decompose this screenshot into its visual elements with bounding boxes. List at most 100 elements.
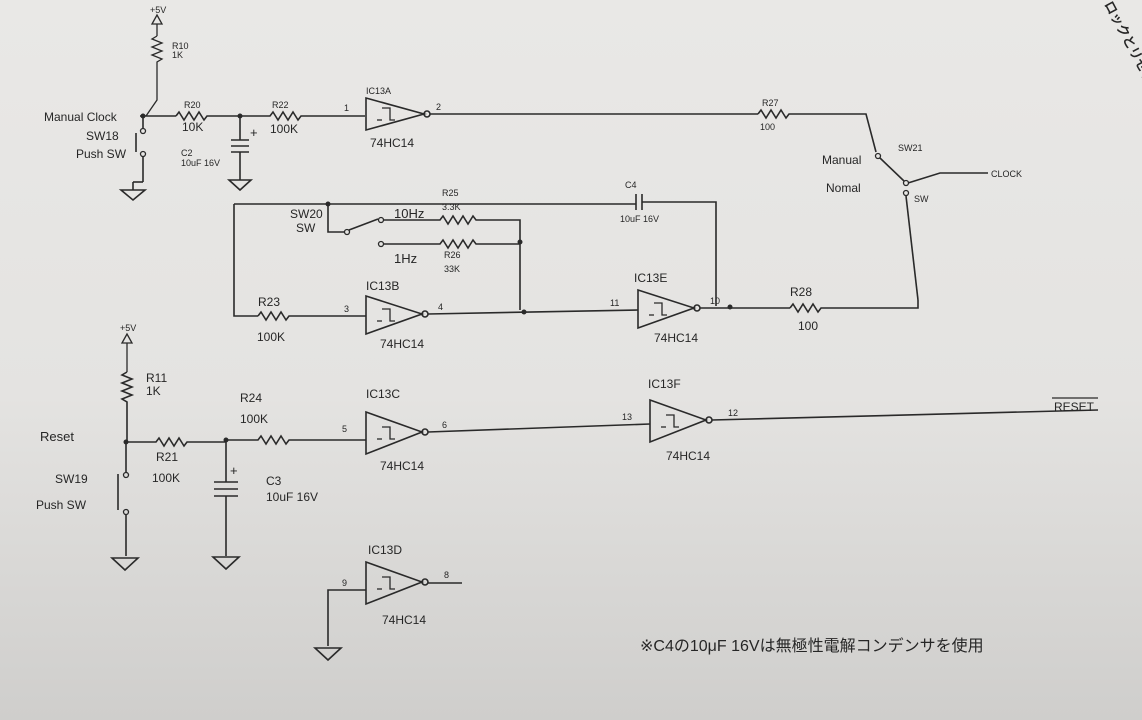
- svg-text:3: 3: [344, 304, 349, 314]
- svg-text:1K: 1K: [172, 50, 183, 60]
- svg-text:R28: R28: [790, 285, 812, 299]
- svg-text:100K: 100K: [270, 122, 298, 136]
- svg-text:5: 5: [342, 424, 347, 434]
- svg-text:10: 10: [710, 296, 720, 306]
- resistor-r22: R22 100K: [240, 100, 365, 136]
- svg-text:+: +: [250, 125, 258, 140]
- svg-text:R25: R25: [442, 188, 459, 198]
- svg-text:R26: R26: [444, 250, 461, 260]
- svg-text:R21: R21: [156, 450, 178, 464]
- selector-switch-sw20: SW20 SW 10Hz 1Hz: [290, 204, 424, 266]
- footnote: ※C4の10μF 16Vは無極性電解コンデンサを使用: [640, 636, 984, 655]
- page-title: ロックとリセット回路: [1101, 0, 1142, 121]
- resistor-r21: R21 100K: [126, 436, 226, 485]
- svg-text:IC13D: IC13D: [368, 543, 402, 557]
- svg-text:13: 13: [622, 412, 632, 422]
- clock-output-label: CLOCK: [991, 169, 1022, 179]
- svg-text:33K: 33K: [444, 264, 460, 274]
- resistor-r25: R25 3.3K: [384, 188, 521, 310]
- junction-dot: [521, 309, 527, 315]
- push-switch-sw18: SW18 Push SW: [76, 116, 147, 182]
- reset-section: +5V R11 1K Reset SW19 Push SW R21 100K: [36, 323, 1099, 572]
- gate-ic13f: IC13F 74HC14 13 12: [622, 377, 738, 463]
- manual-clock-section: +5V R10 1K Manual Clock R20 10K + C2 10u…: [44, 5, 877, 202]
- svg-text:R24: R24: [240, 391, 262, 405]
- svg-text:100K: 100K: [257, 330, 285, 344]
- svg-text:+5V: +5V: [120, 323, 136, 333]
- vcc-top-symbol: +5V: [150, 5, 166, 36]
- svg-text:100K: 100K: [240, 412, 268, 426]
- capacitor-c4: C4 10uF 16V: [620, 180, 717, 306]
- gate-ic13a: IC13A 74HC14 1 2: [344, 86, 441, 150]
- svg-text:74HC14: 74HC14: [370, 136, 414, 150]
- svg-text:R20: R20: [184, 100, 201, 110]
- svg-text:74HC14: 74HC14: [380, 337, 424, 351]
- svg-text:10uF 16V: 10uF 16V: [620, 214, 659, 224]
- svg-text:Push SW: Push SW: [36, 498, 87, 512]
- svg-text:R27: R27: [762, 98, 779, 108]
- ground-symbol: [226, 179, 254, 192]
- svg-text:IC13C: IC13C: [366, 387, 400, 401]
- svg-text:C3: C3: [266, 474, 282, 488]
- svg-text:IC13F: IC13F: [648, 377, 681, 391]
- svg-text:1: 1: [344, 103, 349, 113]
- selector-switch-sw21: SW21 SW Manual Nomal CLOCK: [822, 143, 1022, 301]
- svg-text:SW18: SW18: [86, 129, 119, 143]
- svg-text:IC13B: IC13B: [366, 279, 399, 293]
- svg-text:74HC14: 74HC14: [666, 449, 710, 463]
- reset-label: Reset: [40, 429, 74, 444]
- svg-text:100K: 100K: [152, 471, 180, 485]
- svg-text:SW20: SW20: [290, 207, 323, 221]
- svg-text:R22: R22: [272, 100, 289, 110]
- ground-symbol: [118, 181, 148, 202]
- svg-text:74HC14: 74HC14: [382, 613, 426, 627]
- svg-text:3.3K: 3.3K: [442, 202, 461, 212]
- gate-ic13e: IC13E 74HC14 11 10: [610, 271, 720, 345]
- svg-text:74HC14: 74HC14: [654, 331, 698, 345]
- resistor-r26: R26 33K: [384, 238, 520, 274]
- svg-text:12: 12: [728, 408, 738, 418]
- svg-text:11: 11: [610, 298, 619, 308]
- capacitor-c3: + C3 10uF 16V: [214, 440, 318, 556]
- svg-text:2: 2: [436, 102, 441, 112]
- svg-text:1Hz: 1Hz: [394, 251, 417, 266]
- svg-text:10uF 16V: 10uF 16V: [181, 158, 220, 168]
- normal-position-label: Nomal: [826, 181, 861, 195]
- svg-text:+: +: [230, 463, 238, 478]
- svg-text:SW19: SW19: [55, 472, 88, 486]
- manual-position-label: Manual: [822, 153, 861, 167]
- svg-text:SW: SW: [914, 194, 929, 204]
- gate-ic13d: IC13D 74HC14 9 8: [312, 543, 462, 662]
- svg-text:6: 6: [442, 420, 447, 430]
- svg-text:IC13A: IC13A: [366, 86, 391, 96]
- svg-text:1K: 1K: [146, 384, 161, 398]
- svg-text:C2: C2: [181, 148, 193, 158]
- svg-text:10K: 10K: [182, 120, 203, 134]
- ground-symbol: [109, 557, 141, 572]
- svg-text:SW: SW: [296, 221, 316, 235]
- svg-text:74HC14: 74HC14: [380, 459, 424, 473]
- svg-text:100: 100: [760, 122, 775, 132]
- svg-text:SW21: SW21: [898, 143, 923, 153]
- junction-dot: [727, 304, 733, 310]
- svg-text:100: 100: [798, 319, 818, 333]
- svg-text:10uF 16V: 10uF 16V: [266, 490, 318, 504]
- manual-clock-label: Manual Clock: [44, 110, 118, 124]
- resistor-r24: R24 100K: [226, 391, 366, 446]
- svg-text:R11: R11: [146, 371, 167, 385]
- svg-text:9: 9: [342, 578, 347, 588]
- oscillator-section: C4 10uF 16V SW20 SW 10Hz 1Hz R25 3.3K R2…: [233, 180, 919, 351]
- svg-text:4: 4: [438, 302, 443, 312]
- svg-text:IC13E: IC13E: [634, 271, 667, 285]
- svg-text:8: 8: [444, 570, 449, 580]
- resistor-r28: R28 100: [789, 285, 919, 333]
- resistor-r10: R10 1K: [145, 35, 189, 117]
- svg-text:10Hz: 10Hz: [394, 206, 424, 221]
- gate-ic13c: IC13C 74HC14 5 6: [342, 387, 447, 473]
- vcc-reset-symbol: +5V: [120, 323, 136, 372]
- ground-symbol: [312, 647, 344, 662]
- reset-output-label: RESET: [1054, 400, 1095, 414]
- gate-ic13b: IC13B 74HC14 3 4: [344, 279, 443, 351]
